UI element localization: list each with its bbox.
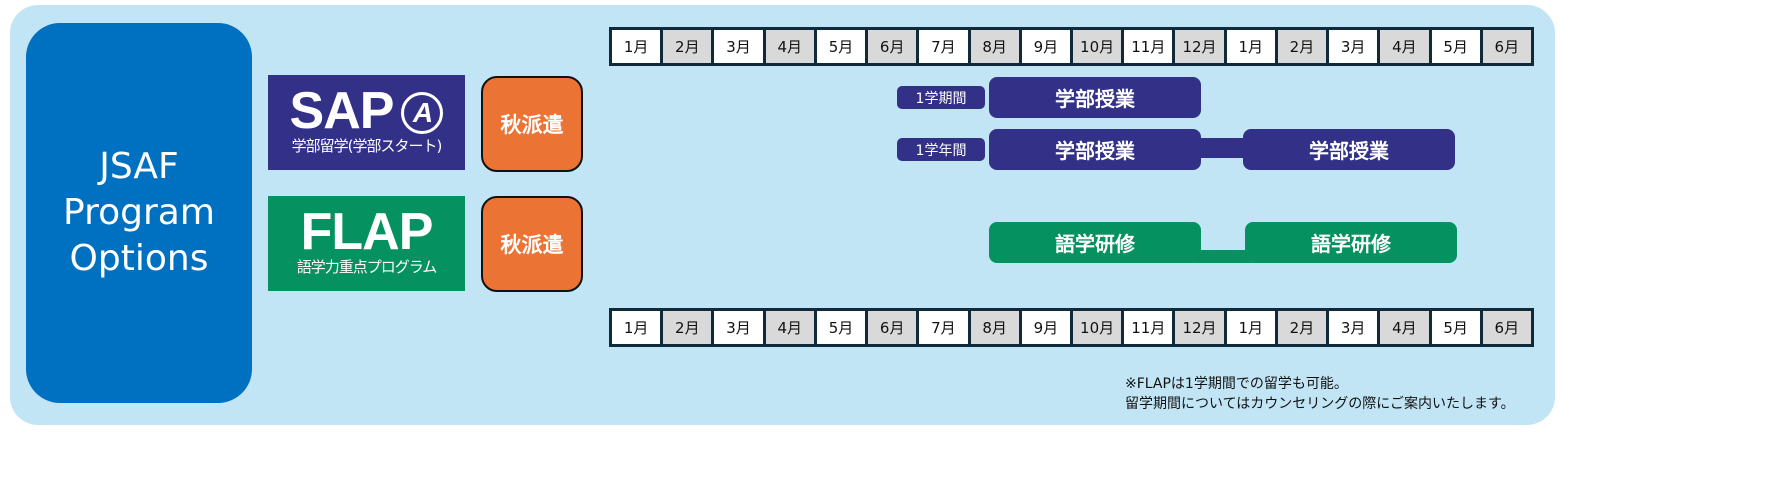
sap-name: SAP bbox=[289, 82, 395, 140]
flap-dispatch-badge: 秋派遣 bbox=[481, 196, 583, 292]
footnote-line-2: 留学期間についてはカウンセリングの際にご案内いたします。 bbox=[1125, 396, 1515, 412]
month-cell: 6月 bbox=[868, 30, 917, 63]
month-cell: 5月 bbox=[1431, 311, 1480, 344]
month-cell: 1月 bbox=[612, 30, 661, 63]
program-options-title: JSAF Program Options bbox=[26, 23, 252, 403]
month-cell: 4月 bbox=[765, 30, 814, 63]
month-cell: 5月 bbox=[816, 30, 866, 63]
month-cell: 2月 bbox=[663, 30, 712, 63]
month-cell: 4月 bbox=[1380, 311, 1429, 344]
sap-connector bbox=[1195, 138, 1249, 158]
one-year-label: 1学年間 bbox=[897, 138, 985, 161]
flap-subtitle: 語学力重点プログラム bbox=[296, 258, 438, 276]
circled-a-icon: A bbox=[401, 92, 444, 134]
month-cell: 5月 bbox=[1431, 30, 1480, 63]
month-cell: 8月 bbox=[970, 311, 1019, 344]
month-cell: 6月 bbox=[1482, 30, 1531, 63]
sap-one-year-bar-2: 学部授業 bbox=[1243, 129, 1455, 170]
flap-bar-2: 語学研修 bbox=[1245, 222, 1457, 263]
month-cell: 6月 bbox=[1482, 311, 1531, 344]
month-cell: 9月 bbox=[1021, 30, 1070, 63]
flap-connector bbox=[1195, 250, 1251, 263]
month-cell: 7月 bbox=[919, 30, 968, 63]
footnote-line-1: ※FLAPは1学期間での留学も可能。 bbox=[1125, 376, 1348, 392]
month-cell: 8月 bbox=[970, 30, 1019, 63]
sap-subtitle: 学部留学(学部スタート) bbox=[291, 137, 443, 155]
month-cell: 1月 bbox=[1226, 311, 1275, 344]
month-cell: 7月 bbox=[919, 311, 968, 344]
month-cell: 9月 bbox=[1021, 311, 1070, 344]
month-cell: 2月 bbox=[663, 311, 712, 344]
month-cell: 10月 bbox=[1072, 30, 1122, 63]
month-cell: 3月 bbox=[714, 311, 763, 344]
month-cell: 1月 bbox=[1226, 30, 1275, 63]
month-cell: 2月 bbox=[1277, 311, 1327, 344]
footnote: ※FLAPは1学期間での留学も可能。 留学期間についてはカウンセリングの際にご案… bbox=[1125, 374, 1515, 414]
month-cell: 11月 bbox=[1124, 30, 1173, 63]
month-cell: 4月 bbox=[1380, 30, 1429, 63]
background-panel bbox=[10, 5, 1555, 425]
flap-name: FLAP bbox=[300, 203, 434, 261]
month-cell: 12月 bbox=[1175, 311, 1224, 344]
month-cell: 12月 bbox=[1175, 30, 1224, 63]
one-term-label: 1学期間 bbox=[897, 86, 985, 109]
month-cell: 3月 bbox=[1329, 30, 1378, 63]
month-cell: 3月 bbox=[1329, 311, 1378, 344]
month-cell: 11月 bbox=[1124, 311, 1173, 344]
sap-dispatch-badge: 秋派遣 bbox=[481, 76, 583, 172]
month-cell: 1月 bbox=[612, 311, 661, 344]
month-cell: 10月 bbox=[1072, 311, 1122, 344]
flap-bar-1: 語学研修 bbox=[989, 222, 1201, 263]
month-cell: 5月 bbox=[816, 311, 866, 344]
month-cell: 3月 bbox=[714, 30, 763, 63]
flap-program-box: FLAP 語学力重点プログラム bbox=[268, 196, 465, 291]
month-cell: 2月 bbox=[1277, 30, 1327, 63]
sap-one-term-bar: 学部授業 bbox=[989, 77, 1201, 118]
month-cell: 6月 bbox=[868, 311, 917, 344]
sap-one-year-bar-1: 学部授業 bbox=[989, 129, 1201, 170]
month-cell: 4月 bbox=[765, 311, 814, 344]
